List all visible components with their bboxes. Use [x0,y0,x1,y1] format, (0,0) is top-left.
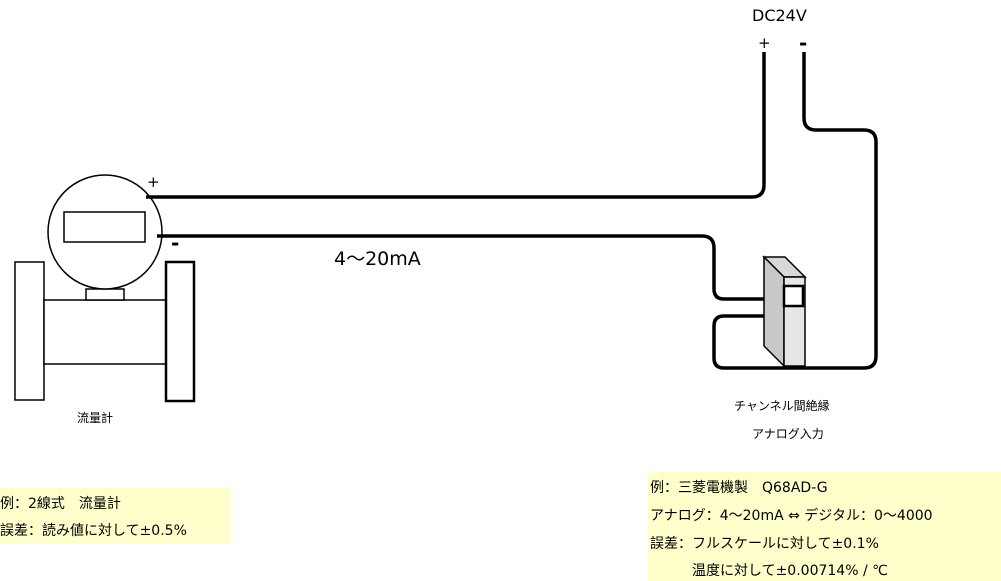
meter-neck [85,288,125,301]
module-side [763,255,785,368]
note-module-line2: アナログ：4～20mA ⇔ デジタル：0～4000 [650,508,933,524]
note-flowmeter: 例：2線式 流量計 誤差：読み値に対して±0.5% [0,488,231,544]
power-plus-label: + [758,34,771,52]
meter-label: 流量計 [77,411,114,425]
pipe-right-flange [164,260,196,403]
power-label: DC24V [752,6,807,25]
note-module-line4: 温度に対して±0.00714% / ℃ [650,563,888,579]
note-flowmeter-line1: 例：2線式 流量計 [0,496,121,512]
pipe-left-flange [14,261,45,401]
meter-plus-label: + [147,173,160,191]
wire-signal [157,234,766,301]
wire-positive [146,52,766,199]
module-label-line1: チャンネル間絶縁 [734,399,830,413]
power-minus-label: - [799,31,808,55]
module-label-line2: アナログ入力 [752,427,824,441]
meter-minus-label: - [171,231,180,255]
module-terminal [782,284,805,308]
wire-return [712,52,878,370]
meter-display [63,211,146,243]
note-module-line3: 誤差：フルスケールに対して±0.1% [650,536,879,552]
signal-label: 4～20mA [334,248,421,270]
note-flowmeter-line2: 誤差：読み値に対して±0.5% [0,523,187,539]
note-analog-module: 例：三菱電機製 Q68AD-G アナログ：4～20mA ⇔ デジタル：0～400… [648,472,1001,581]
note-module-line1: 例：三菱電機製 Q68AD-G [650,480,828,496]
pipe-body [43,299,167,365]
